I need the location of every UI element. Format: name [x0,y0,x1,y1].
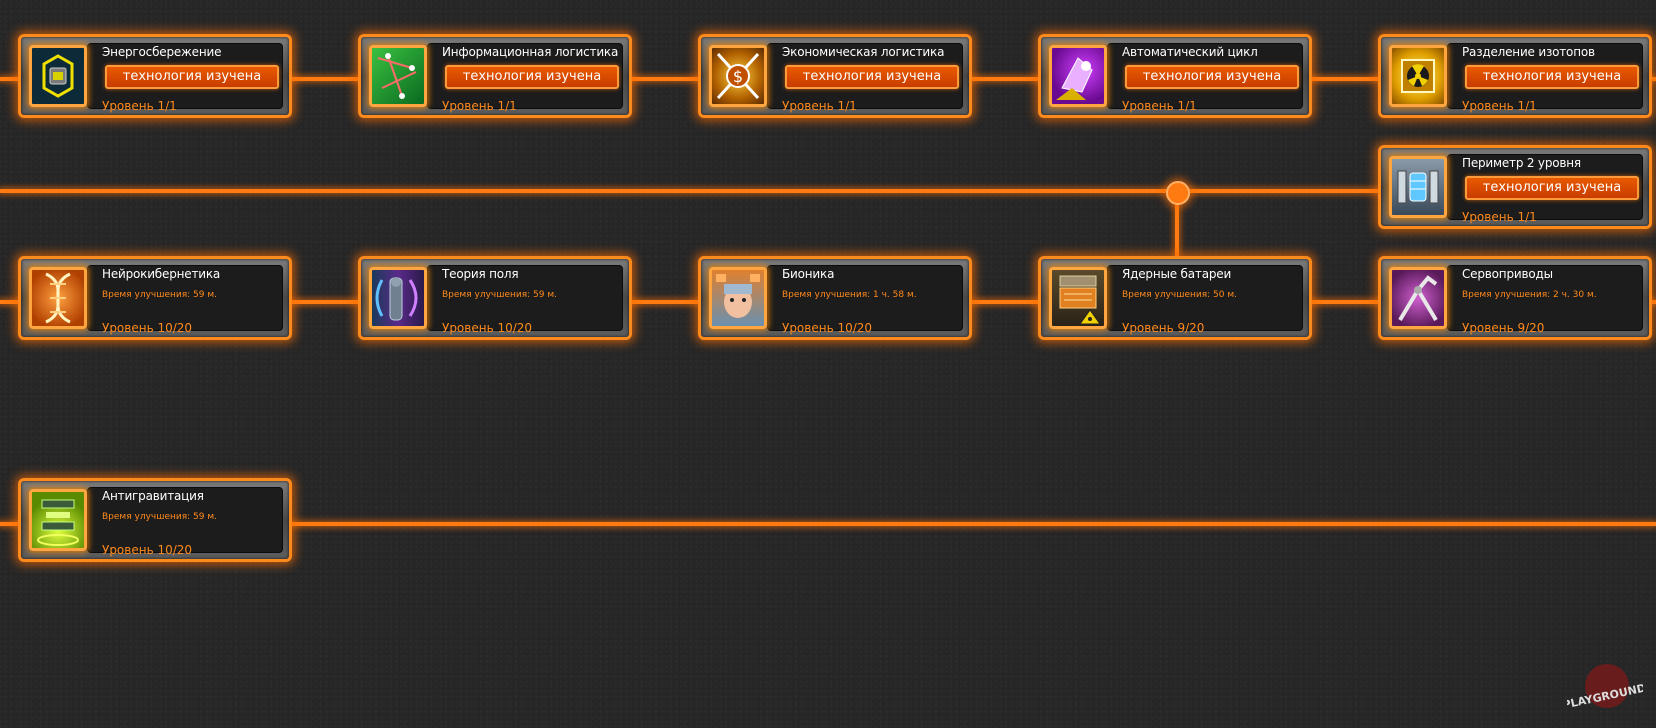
tech-title: Автоматический цикл [1122,45,1258,59]
tech-card-economic-logistics[interactable]: $ Экономическая логистика технология изу… [698,34,972,118]
tech-level: Уровень 1/1 [1462,99,1537,113]
connector-row3 [0,522,1656,526]
tech-card-bionics[interactable]: Бионика Время улучшения: 1 ч. 58 м. Уров… [698,256,972,340]
tech-researched-button[interactable]: технология изучена [1125,65,1299,89]
tech-card-antigravity[interactable]: Антигравитация Время улучшения: 59 м. Ур… [18,478,292,562]
upgrade-time: Время улучшения: 59 м. [102,290,217,300]
card-panel [87,487,283,553]
tech-title: Информационная логистика [442,45,619,59]
card-panel [87,265,283,331]
connector-vertical [1175,190,1179,256]
tech-level: Уровень 1/1 [782,99,857,113]
info-logistics-icon [369,45,427,107]
tech-card-perimeter[interactable]: Периметр 2 уровня технология изучена Уро… [1378,145,1652,229]
tech-researched-button[interactable]: технология изучена [1465,176,1639,200]
tech-card-isotope-separation[interactable]: Разделение изотопов технология изучена У… [1378,34,1652,118]
tech-card-servo-drives[interactable]: Сервоприводы Время улучшения: 2 ч. 30 м.… [1378,256,1652,340]
servo-drives-icon [1389,267,1447,329]
tech-card-nuclear-batteries[interactable]: Ядерные батареи Время улучшения: 50 м. У… [1038,256,1312,340]
isotope-separation-icon [1389,45,1447,107]
tech-title: Энергосбережение [102,45,222,59]
tech-card-field-theory[interactable]: Теория поля Время улучшения: 59 м. Урове… [358,256,632,340]
tech-level: Уровень 10/20 [782,321,873,335]
upgrade-time: Время улучшения: 59 м. [102,512,217,522]
connector-row-perimeter [0,189,1380,193]
tech-card-info-logistics[interactable]: Информационная логистика технология изуч… [358,34,632,118]
tech-title: Теория поля [442,267,519,281]
upgrade-time: Время улучшения: 1 ч. 58 м. [782,290,917,300]
tech-title: Нейрокибернетика [102,267,221,281]
tech-level: Уровень 10/20 [442,321,533,335]
field-theory-icon [369,267,427,329]
tech-card-neurocybernetics[interactable]: Нейрокибернетика Время улучшения: 59 м. … [18,256,292,340]
tech-researched-button[interactable]: технология изучена [785,65,959,89]
antigravity-icon [29,489,87,551]
upgrade-time: Время улучшения: 50 м. [1122,290,1237,300]
card-panel [1107,265,1303,331]
economic-logistics-icon: $ [709,45,767,107]
card-panel [1447,265,1643,331]
card-panel [427,265,623,331]
tech-researched-button[interactable]: технология изучена [1465,65,1639,89]
tech-card-energy-saving[interactable]: Энергосбережение технология изучена Уров… [18,34,292,118]
tech-level: Уровень 10/20 [102,543,193,557]
tech-researched-button[interactable]: технология изучена [105,65,279,89]
tech-level: Уровень 1/1 [1122,99,1197,113]
tech-level: Уровень 9/20 [1462,321,1545,335]
tech-level: Уровень 1/1 [442,99,517,113]
svg-text:$: $ [733,67,743,86]
tech-title: Антигравитация [102,489,204,503]
tech-level: Уровень 10/20 [102,321,193,335]
card-panel [767,265,963,331]
tech-level: Уровень 1/1 [1462,210,1537,224]
upgrade-time: Время улучшения: 2 ч. 30 м. [1462,290,1597,300]
tech-card-auto-cycle[interactable]: Автоматический цикл технология изучена У… [1038,34,1312,118]
tech-title: Сервоприводы [1462,267,1553,281]
tech-title: Бионика [782,267,835,281]
tech-title: Экономическая логистика [782,45,945,59]
nuclear-batteries-icon [1049,267,1107,329]
neurocybernetics-icon [29,267,87,329]
tech-level: Уровень 9/20 [1122,321,1205,335]
perimeter-icon [1389,156,1447,218]
tech-title: Ядерные батареи [1122,267,1232,281]
upgrade-time: Время улучшения: 59 м. [442,290,557,300]
tech-title: Разделение изотопов [1462,45,1595,59]
tech-title: Периметр 2 уровня [1462,156,1581,170]
connector-node [1166,181,1190,205]
bionics-icon [709,267,767,329]
auto-cycle-icon [1049,45,1107,107]
tech-researched-button[interactable]: технология изучена [445,65,619,89]
tech-level: Уровень 1/1 [102,99,177,113]
energy-saving-icon [29,45,87,107]
playground-logo: PLAYGROUND [1562,662,1647,716]
